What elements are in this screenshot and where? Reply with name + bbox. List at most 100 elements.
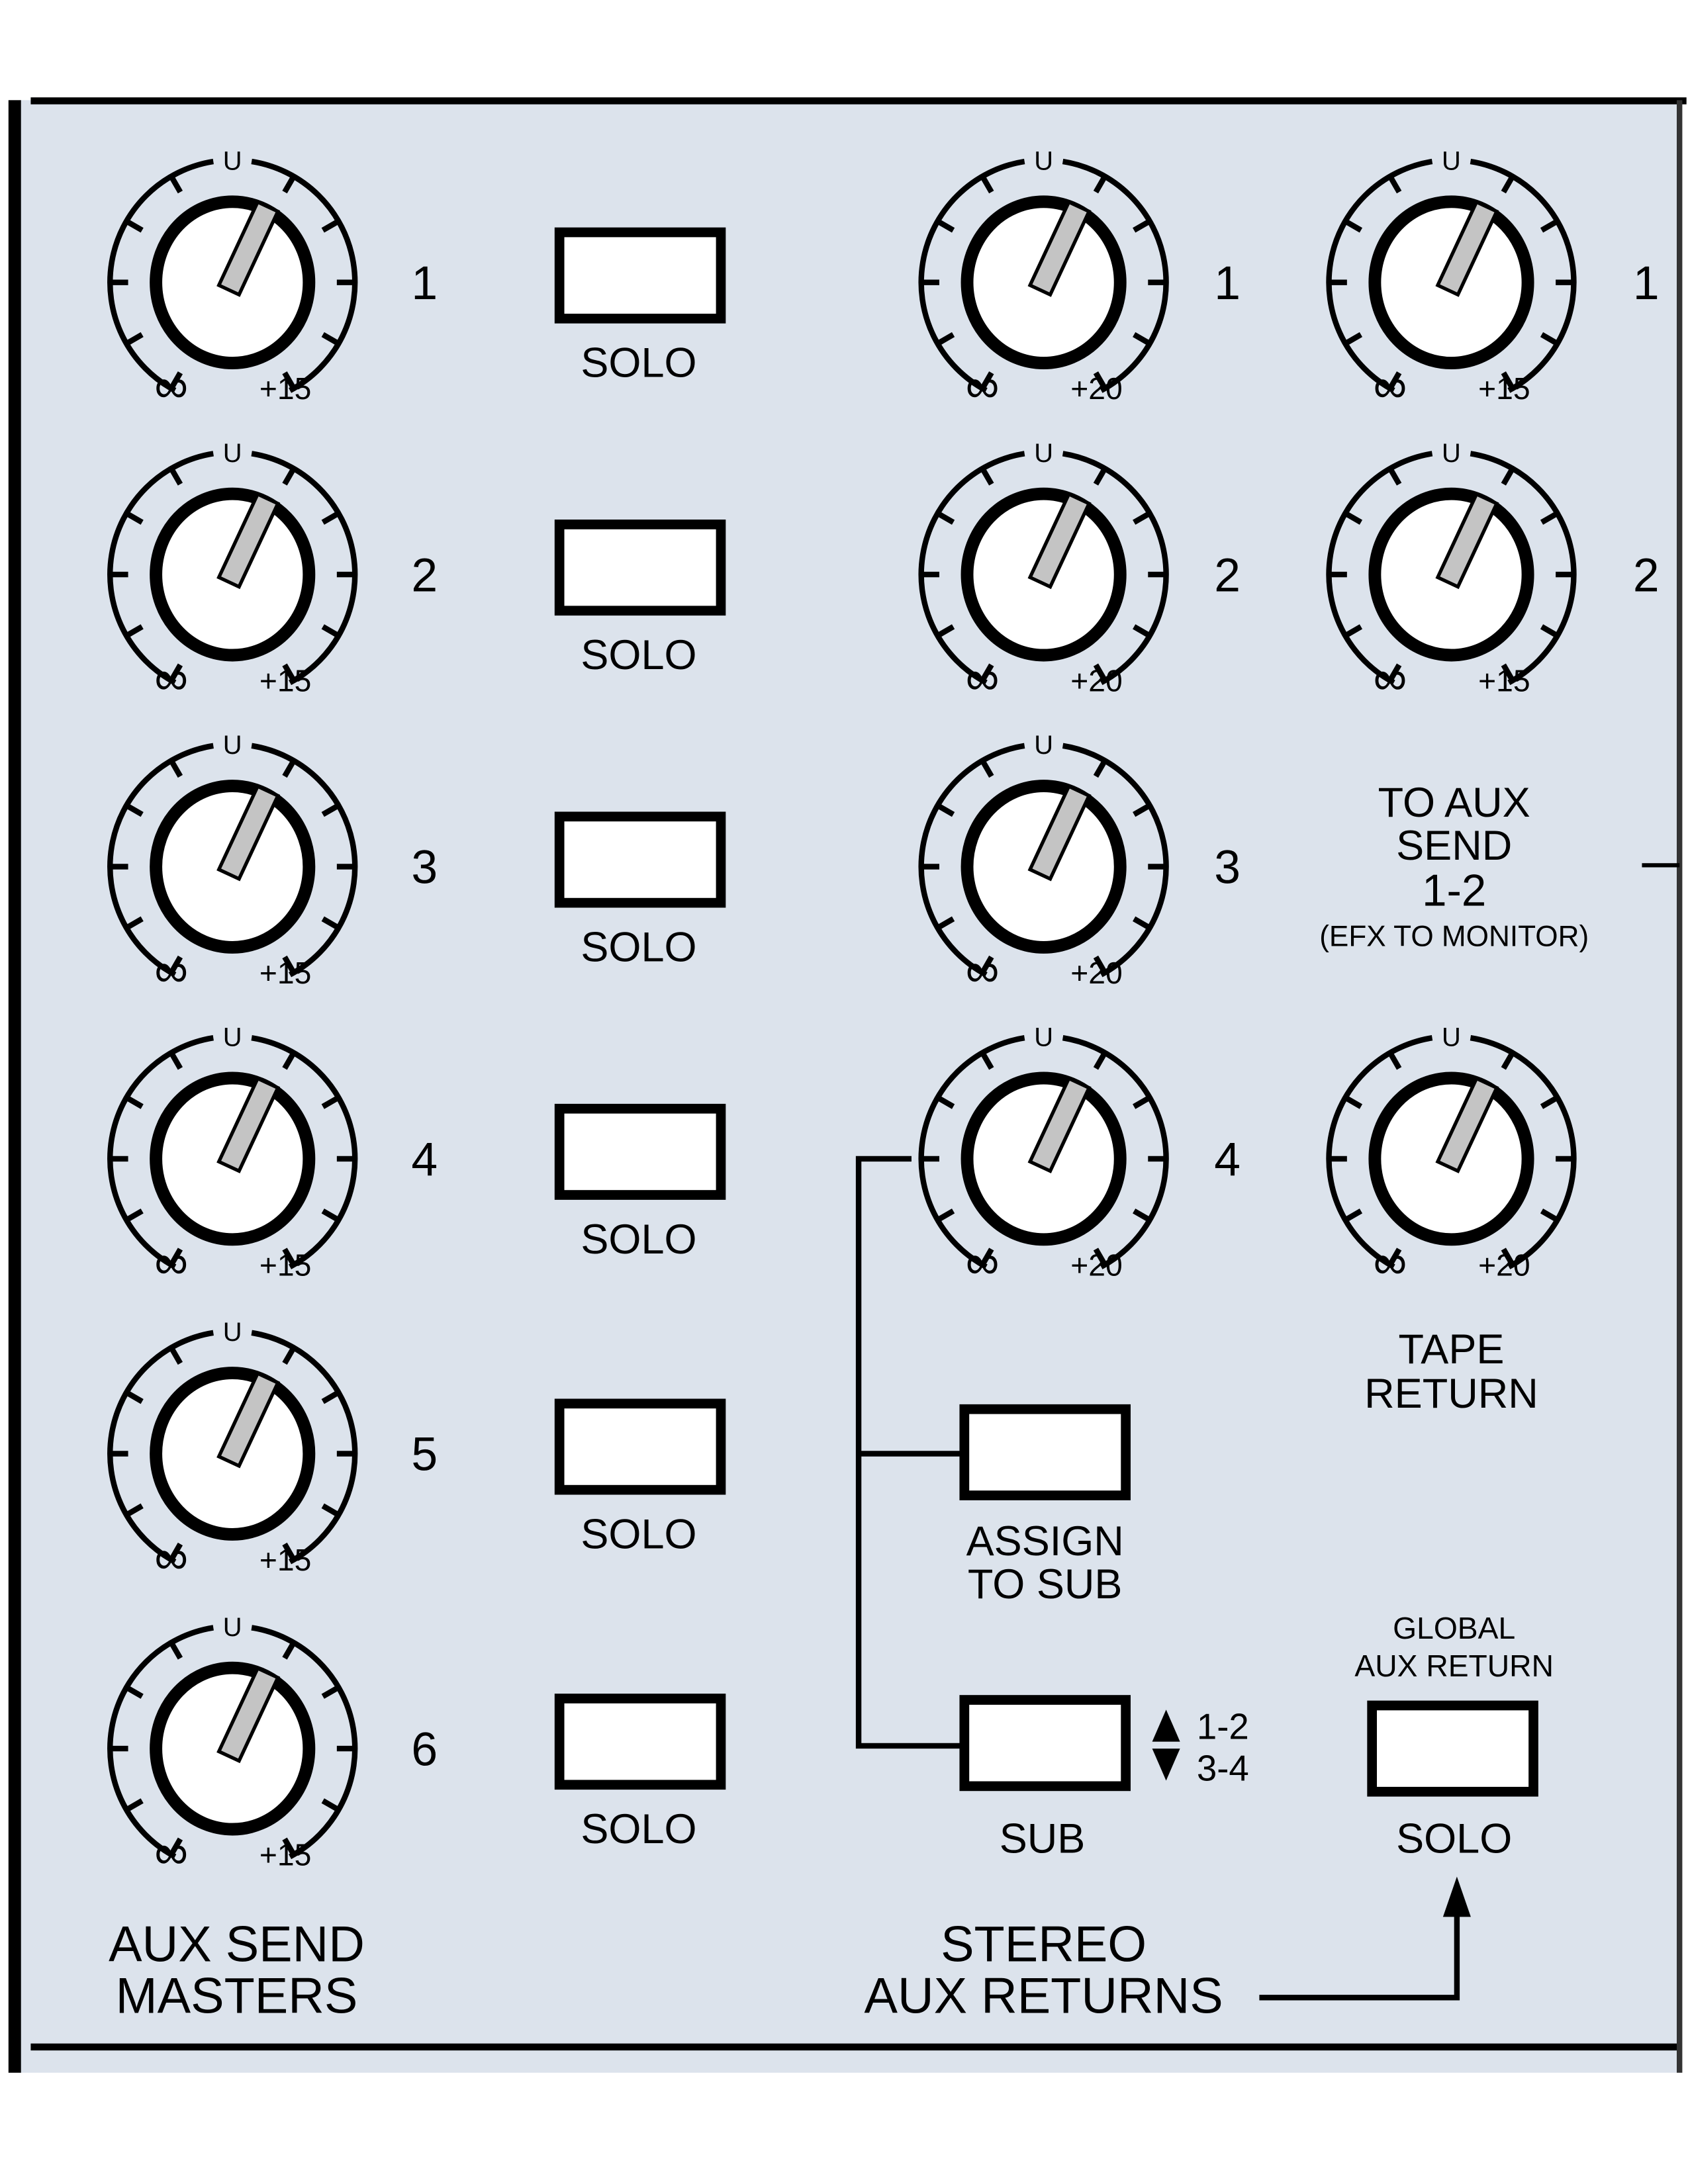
to-aux-send-knob-1[interactable]: U∞+15 [1326, 146, 1577, 412]
min-infinity-label: ∞ [1374, 652, 1407, 705]
solo-button-6[interactable] [554, 1694, 726, 1790]
scale-tick [1133, 916, 1151, 931]
min-infinity-label: ∞ [154, 1531, 188, 1584]
stereo-aux-return-knob-4[interactable]: U∞+20 [918, 1023, 1169, 1289]
min-infinity-label: ∞ [966, 652, 1000, 705]
solo-button-1[interactable] [554, 227, 726, 324]
min-infinity-label: ∞ [154, 1236, 188, 1289]
stereo-aux-return-knob-2[interactable]: U∞+20 [918, 439, 1169, 705]
unity-label: U [1034, 1023, 1053, 1052]
section-title: MASTERS [116, 1968, 358, 2024]
max-gain-label: +15 [259, 1838, 311, 1872]
scale-tick [1540, 1095, 1559, 1109]
scale-tick [1093, 371, 1107, 390]
knob-pointer [216, 199, 281, 297]
scale-tick [1540, 332, 1559, 346]
scale-tick [1133, 803, 1151, 817]
scale-tick [169, 759, 183, 778]
tape-return-knob[interactable]: U∞+20 [1326, 1023, 1577, 1289]
scale-tick [1540, 510, 1559, 525]
scale-tick [169, 1837, 183, 1856]
sub-label: SUB [1000, 1816, 1086, 1862]
min-infinity-label: ∞ [1374, 1236, 1407, 1289]
scale-tick [1344, 218, 1363, 233]
scale-tick [282, 371, 297, 390]
aux-send-master-knob-1[interactable]: U∞+15 [107, 146, 358, 412]
sub-button[interactable] [959, 1695, 1131, 1792]
knob-pointer [1435, 1075, 1499, 1173]
scale-tick [1540, 1208, 1559, 1223]
up-arrow-icon [1152, 1709, 1180, 1742]
global-aux-return-solo-button[interactable] [1367, 1700, 1538, 1797]
panel-top-border [30, 97, 1687, 105]
scale-tick [321, 1390, 340, 1404]
scale-tick [282, 1051, 297, 1070]
scale-tick [282, 955, 297, 974]
aux-send-master-knob-4[interactable]: U∞+15 [107, 1023, 358, 1289]
unity-label: U [223, 1318, 242, 1347]
scale-tick [1387, 467, 1402, 486]
channel-number: 4 [1214, 1133, 1241, 1186]
solo-button-3[interactable] [554, 811, 726, 908]
scale-tick [124, 510, 144, 525]
scale-tick [936, 1208, 955, 1223]
knob-pointer [1027, 492, 1092, 590]
global-label: GLOBAL [1393, 1611, 1515, 1645]
stereo-aux-return-knob-3[interactable]: U∞+20 [918, 731, 1169, 997]
scale-tick [980, 759, 994, 778]
solo-label: SOLO [581, 1806, 696, 1852]
scale-tick [1093, 955, 1107, 974]
scale-tick [282, 1641, 297, 1660]
stereo-aux-return-knob-1[interactable]: U∞+20 [918, 146, 1169, 412]
aux-send-master-knob-5[interactable]: U∞+15 [107, 1318, 358, 1584]
scale-tick [321, 332, 340, 346]
solo-button-4[interactable] [554, 1103, 726, 1200]
channel-number: 6 [411, 1723, 438, 1776]
solo-button-5[interactable] [554, 1398, 726, 1495]
scale-tick [169, 663, 183, 682]
scale-tick [936, 916, 955, 931]
aux-send-master-knob-2[interactable]: U∞+15 [107, 439, 358, 705]
max-gain-label: +15 [1478, 664, 1530, 698]
unity-label: U [223, 1023, 242, 1052]
scale-tick [282, 175, 297, 194]
scale-tick [1093, 1051, 1107, 1070]
max-gain-label: +15 [259, 664, 311, 698]
max-gain-label: +20 [1070, 1248, 1122, 1282]
to-aux-label: 1-2 [1422, 866, 1486, 915]
scale-tick [1387, 1248, 1402, 1267]
scale-tick [1133, 1095, 1151, 1109]
channel-number: 4 [411, 1133, 438, 1186]
aux-send-master-knob-6[interactable]: U∞+15 [107, 1613, 358, 1879]
scale-tick [1501, 371, 1515, 390]
scale-tick [1093, 467, 1107, 486]
sub-up-label: 1-2 [1197, 1706, 1249, 1747]
max-gain-label: +15 [1478, 371, 1530, 406]
unity-label: U [1442, 439, 1461, 468]
scale-tick [1501, 175, 1515, 194]
scale-tick [1344, 1208, 1363, 1223]
scale-tick [282, 1248, 297, 1267]
to-aux-send-knob-2[interactable]: U ∞ +15 [1326, 439, 1577, 705]
scale-tick [1133, 218, 1151, 233]
assign-to-sub-button[interactable] [959, 1404, 1131, 1500]
solo-button-2[interactable] [554, 520, 726, 616]
scale-tick [124, 1798, 144, 1813]
scale-tick [124, 218, 144, 233]
scale-tick [169, 175, 183, 194]
scale-tick [1387, 1051, 1402, 1070]
unity-label: U [1442, 146, 1461, 175]
scale-tick [169, 1346, 183, 1365]
channel-number: 3 [411, 841, 438, 894]
scale-tick [980, 955, 994, 974]
scale-tick [321, 916, 340, 931]
scale-tick [1501, 1051, 1515, 1070]
aux-send-master-knob-3[interactable]: U∞+15 [107, 731, 358, 997]
assign-label: ASSIGN [966, 1518, 1124, 1565]
panel-left-border [8, 100, 21, 2073]
knob-pointer [1435, 492, 1499, 590]
scale-tick [169, 955, 183, 974]
section-title: STEREO [941, 1917, 1147, 1973]
scale-tick [321, 1503, 340, 1518]
